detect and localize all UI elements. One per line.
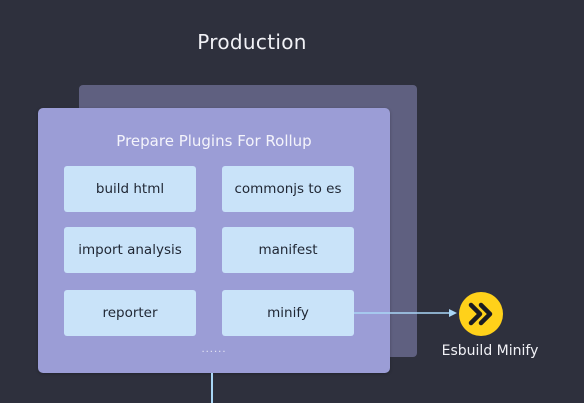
- esbuild-minify-label: Esbuild Minify: [441, 343, 539, 359]
- plugin-manifest: manifest: [222, 227, 354, 273]
- panel-title: Prepare Plugins For Rollup: [116, 132, 312, 150]
- output-connector-line: [211, 373, 213, 403]
- plugin-reporter: reporter: [64, 290, 196, 336]
- plugin-minify: minify: [222, 290, 354, 336]
- plugin-import-analysis: import analysis: [64, 227, 196, 273]
- plugins-panel: Prepare Plugins For Rollup build html co…: [38, 108, 390, 373]
- connector-arrowhead: [449, 309, 457, 317]
- plugin-build-html: build html: [64, 166, 196, 212]
- plugin-commonjs-to-es: commonjs to es: [222, 166, 354, 212]
- diagram-title: Production: [197, 30, 307, 54]
- more-plugins-ellipsis: ......: [201, 344, 227, 355]
- esbuild-icon: [459, 292, 503, 336]
